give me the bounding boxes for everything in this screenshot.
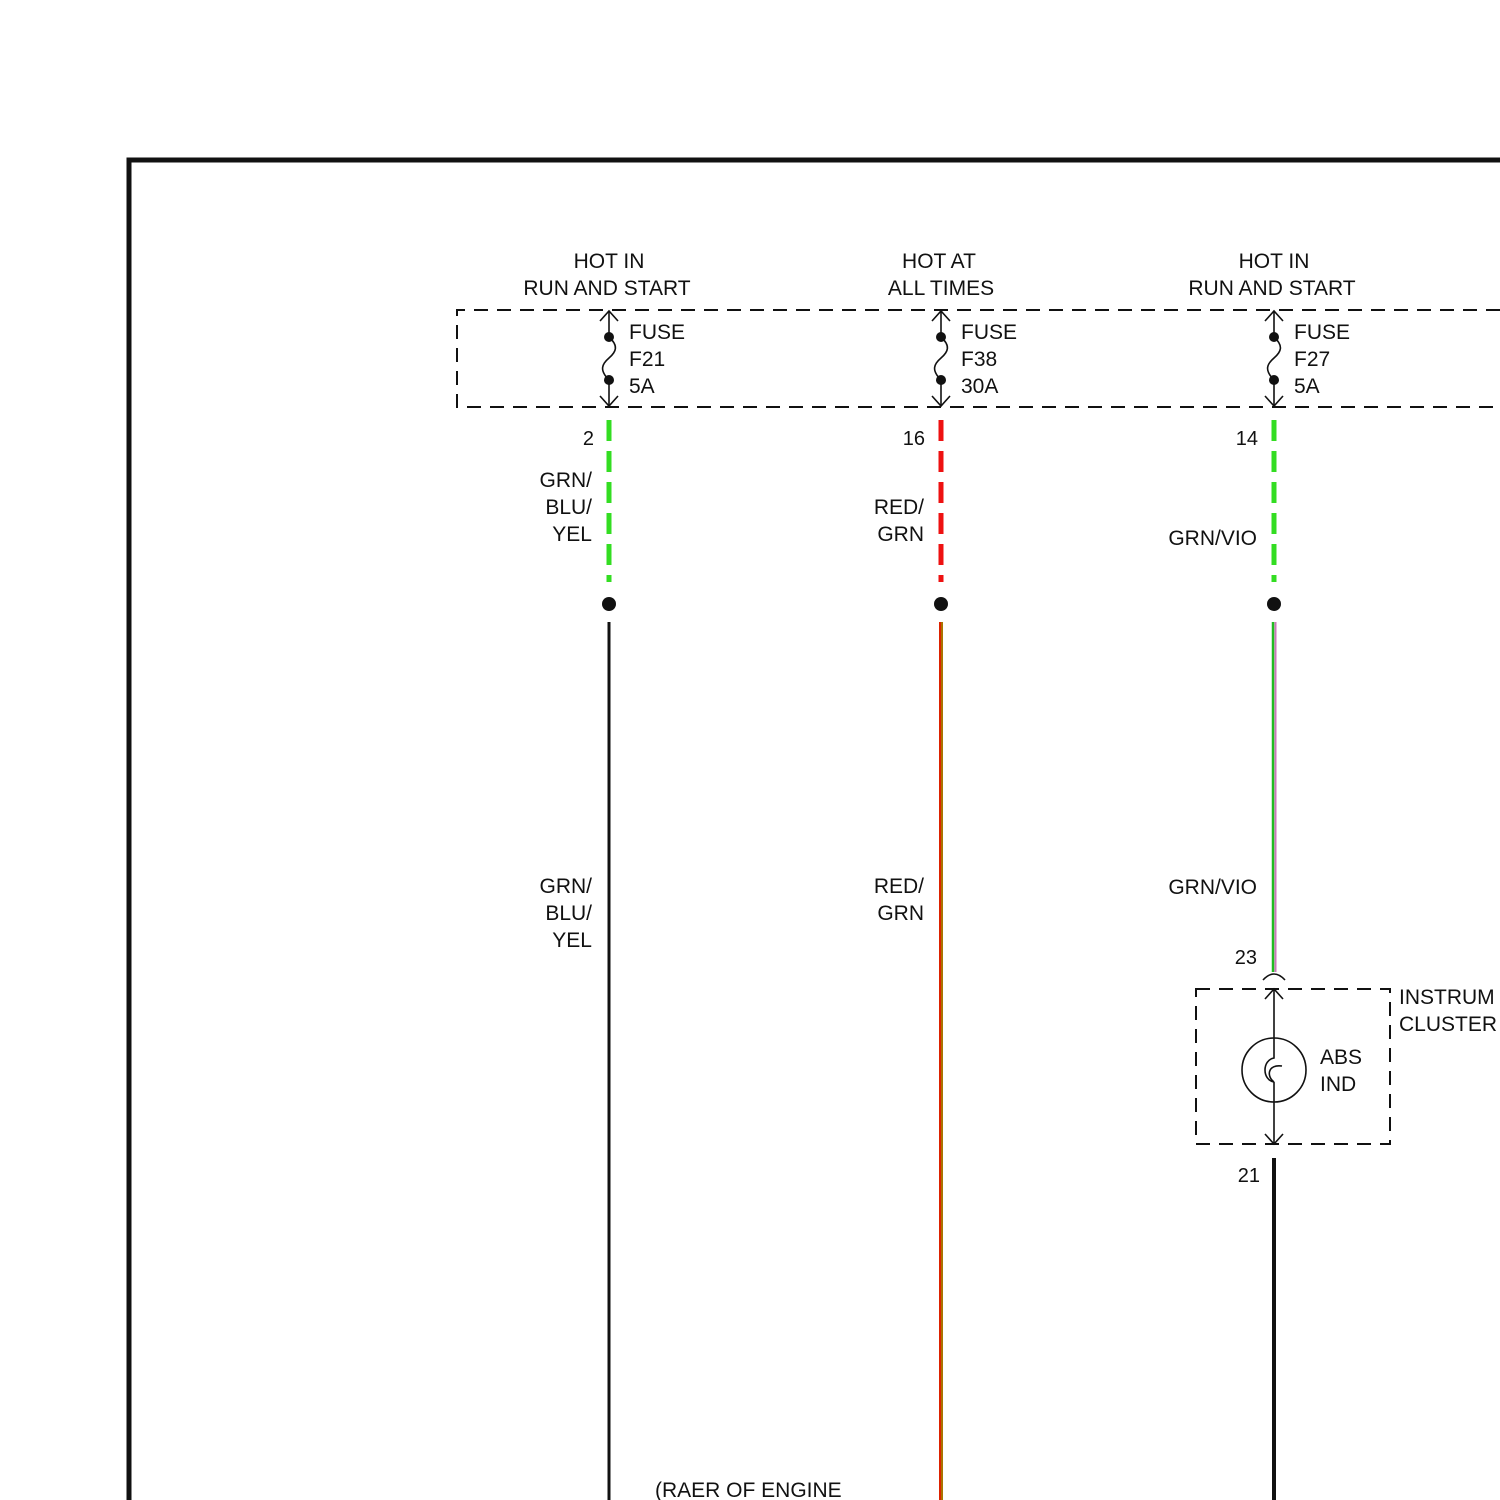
fuse-f21: FUSE F21 5A [600,311,685,406]
abs-lamp-label-line1: ABS [1320,1046,1362,1069]
connector-cap [1263,974,1285,980]
splice-dot [1267,597,1281,611]
fuse-f27-id: F27 [1294,348,1330,371]
wire-color-label-lower-line1: GRN/ [540,875,593,898]
fuse-f38-rating: 30A [961,375,998,398]
fuse-f38-word: FUSE [961,321,1017,344]
wire-color-label-upper-line2: GRN [877,523,924,546]
fuse-f38: FUSE F38 30A [932,311,1017,406]
fuse-f27-rating: 5A [1294,375,1320,398]
source-label-1-line1: HOT IN [574,250,645,273]
wire-color-label-lower-line1: RED/ [874,875,924,898]
fuse-f38-id: F38 [961,348,997,371]
cluster-label-line1: INSTRUM [1399,986,1495,1009]
location-note: (RAER OF ENGINE [655,1479,842,1500]
wire-color-label-lower-line3: YEL [552,929,592,952]
fuse-f21-rating: 5A [629,375,655,398]
source-label-2-line2: ALL TIMES [888,277,994,300]
wire-color-label-lower: GRN/VIO [1168,876,1257,899]
cluster-input-pin: 23 [1235,947,1257,969]
bulb-filament [1265,1038,1282,1102]
circuit-pin-16: 16 RED/ GRN RED/ GRN [874,420,948,1500]
pin-number-16: 16 [903,428,925,450]
source-label-3-line2: RUN AND START [1188,277,1355,300]
source-label-1-line2: RUN AND START [523,277,690,300]
pin-number-2: 2 [583,428,594,450]
splice-dot [602,597,616,611]
wire-color-label-upper: GRN/VIO [1168,527,1257,550]
fuse-element [1268,337,1281,380]
source-label-2-line1: HOT AT [902,250,976,273]
circuit-pin-2: 2 GRN/ BLU/ YEL GRN/ BLU/ YEL [540,420,617,1500]
cluster-label-line2: CLUSTER [1399,1013,1497,1036]
wire-color-label-lower-line2: GRN [877,902,924,925]
wire-color-label-upper-line1: RED/ [874,496,924,519]
fuse-f27: FUSE F27 5A [1265,311,1350,406]
splice-dot [934,597,948,611]
fuse-f27-word: FUSE [1294,321,1350,344]
fuse-element [603,337,616,380]
fuse-f21-id: F21 [629,348,665,371]
circuit-pin-14: 14 GRN/VIO GRN/VIO [1168,420,1281,972]
fuse-element [935,337,948,380]
instrument-cluster: 23 ABS IND INSTRUM CLUSTER 21 [1196,947,1497,1500]
pin-number-14: 14 [1236,428,1258,450]
source-label-3-line1: HOT IN [1239,250,1310,273]
wire-color-label-upper-line1: GRN/ [540,469,593,492]
cluster-output-pin: 21 [1238,1165,1260,1187]
wire-color-label-lower-line2: BLU/ [545,902,592,925]
abs-lamp-label-line2: IND [1320,1073,1356,1096]
wire-color-label-upper-line2: BLU/ [545,496,592,519]
fuse-f21-word: FUSE [629,321,685,344]
wire-color-label-upper-line3: YEL [552,523,592,546]
